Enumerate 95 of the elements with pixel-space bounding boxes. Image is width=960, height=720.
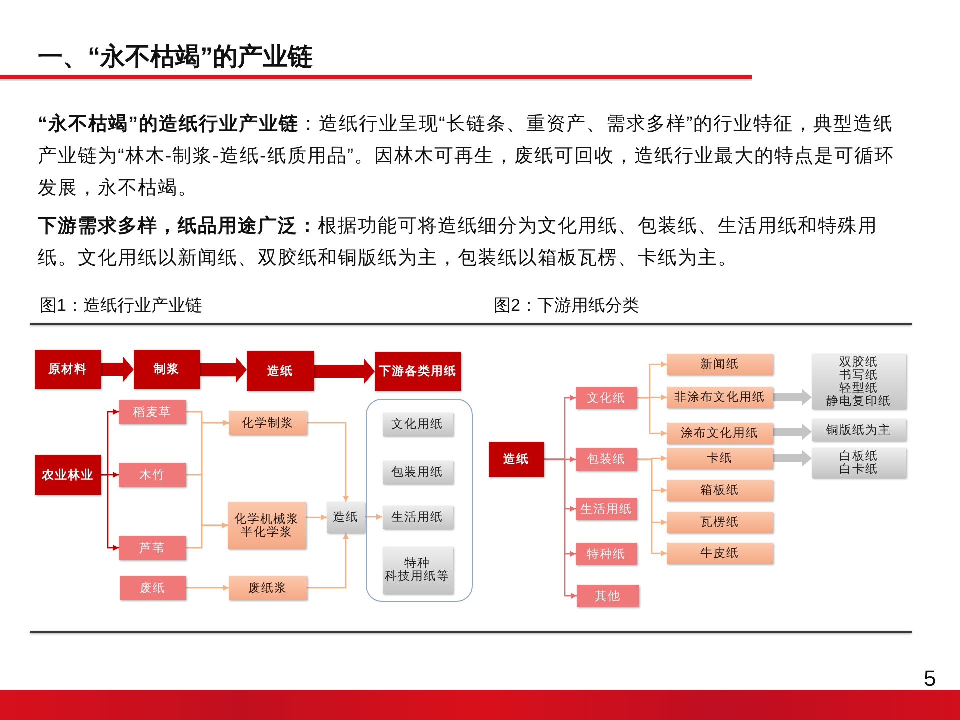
node-label: 轻型纸 <box>840 382 878 394</box>
node-label: 卡纸 <box>707 452 733 465</box>
node-label: 静电复印纸 <box>826 394 892 408</box>
process-box <box>667 448 773 469</box>
block-arrow <box>101 356 134 382</box>
node-label: 特种 <box>404 557 430 570</box>
node-label: 箱板纸 <box>700 484 740 497</box>
node-label: 包装纸 <box>587 453 626 466</box>
arrow <box>186 522 228 549</box>
process-box <box>667 354 773 375</box>
process-box <box>576 543 637 565</box>
page-number: 5 <box>924 666 936 692</box>
node-label: 白板纸 <box>840 450 878 463</box>
node-label: 原材料 <box>48 363 88 376</box>
arrow <box>307 422 349 502</box>
process-box <box>576 448 637 471</box>
process-box <box>489 442 544 477</box>
node-label: 生活用纸 <box>392 510 444 524</box>
node-label: 芦苇 <box>140 542 166 554</box>
process-box <box>327 502 365 533</box>
node-label: 造纸 <box>268 364 294 378</box>
process-box <box>229 411 307 435</box>
process-box <box>120 576 186 600</box>
node-label: 木竹 <box>140 468 166 482</box>
process-box <box>247 351 314 391</box>
process-box <box>375 352 461 391</box>
block-arrow <box>200 357 247 383</box>
process-box <box>229 576 307 600</box>
arrow <box>544 458 577 599</box>
group-frame <box>366 399 473 602</box>
block-arrow <box>773 389 812 406</box>
node-label: 生活用纸 <box>580 502 632 516</box>
body-paragraph: “永不枯竭”的造纸行业产业链：造纸行业呈现“长链条、重资产、需求多样”的行业特征，典型造纸产业链为“林木-制浆-造纸-纸质用品”。因林木可再生，废纸可回收，造纸行业最大的特点是可循环发展，永不枯竭。 <box>38 112 896 201</box>
arrow <box>637 397 667 436</box>
node-label: 造纸 <box>504 453 530 466</box>
process-box <box>382 546 452 594</box>
process-box <box>812 419 906 441</box>
node-label: 科技用纸等 <box>385 570 450 583</box>
node-label: 特种纸 <box>587 548 626 560</box>
process-box <box>576 387 637 409</box>
arrow <box>637 458 667 556</box>
node-label: 包装用纸 <box>392 466 444 478</box>
node-label: 涂布文化用纸 <box>681 427 759 440</box>
block-arrow <box>314 358 375 384</box>
process-box <box>577 585 639 607</box>
node-label: 化学机械浆 <box>234 512 300 526</box>
process-box <box>667 423 773 444</box>
node-label: 制浆 <box>154 363 180 376</box>
node-label: 文化纸 <box>587 392 626 404</box>
node-label: 瓦楞纸 <box>700 516 740 529</box>
node-label: 新闻纸 <box>700 358 740 371</box>
node-label: 非涂布文化用纸 <box>674 391 766 404</box>
process-box <box>382 460 452 484</box>
node-label: 其他 <box>595 590 621 602</box>
block-arrow <box>773 450 812 467</box>
arrow <box>307 533 349 589</box>
block-arrow <box>773 424 812 440</box>
node-label: 废纸浆 <box>248 582 288 594</box>
figure-caption: 图2：下游用纸分类 <box>494 295 640 317</box>
process-box <box>35 455 101 495</box>
process-box <box>228 502 306 549</box>
process-box <box>382 506 452 528</box>
arrow <box>186 585 229 591</box>
node-label: 稻麦草 <box>133 406 172 418</box>
figure-caption: 图1：造纸行业产业链 <box>40 295 202 317</box>
node-label: 废纸 <box>140 582 166 594</box>
node-label: 下游各类用纸 <box>379 365 457 378</box>
node-label: 文化用纸 <box>392 418 444 430</box>
arrow <box>306 514 327 520</box>
process-box <box>667 387 773 408</box>
node-label: 农业林业 <box>42 468 94 482</box>
process-box <box>576 498 637 520</box>
node-label: 书写纸 <box>840 368 878 382</box>
arrow <box>101 474 119 551</box>
node-label: 牛皮纸 <box>700 547 740 560</box>
process-box <box>812 448 906 478</box>
process-box <box>667 512 773 533</box>
page-title: 一、“永不枯竭”的产业链 <box>38 42 313 73</box>
arrow <box>365 514 382 520</box>
process-box <box>667 480 773 501</box>
node-label: 双胶纸 <box>840 356 878 368</box>
node-label: 造纸 <box>333 511 359 524</box>
process-box <box>119 400 186 424</box>
process-box <box>382 412 452 436</box>
node-label: 半化学浆 <box>241 526 293 538</box>
body-paragraph: 下游需求多样，纸品用途广泛：根据功能可将造纸细分为文化用纸、包装纸、生活用纸和特殊用纸。文化用纸以新闻纸、双胶纸和铜版纸为主，包装纸以箱板瓦楞、卡纸为主。 <box>38 214 879 271</box>
process-box <box>35 350 101 389</box>
process-box <box>812 354 906 409</box>
node-label: 化学制浆 <box>242 416 294 430</box>
process-box <box>119 536 186 560</box>
node-label: 白卡纸 <box>840 463 878 476</box>
process-box <box>119 463 186 487</box>
node-label: 铜版纸为主 <box>826 424 892 436</box>
process-box <box>667 543 773 564</box>
process-box <box>134 350 200 389</box>
